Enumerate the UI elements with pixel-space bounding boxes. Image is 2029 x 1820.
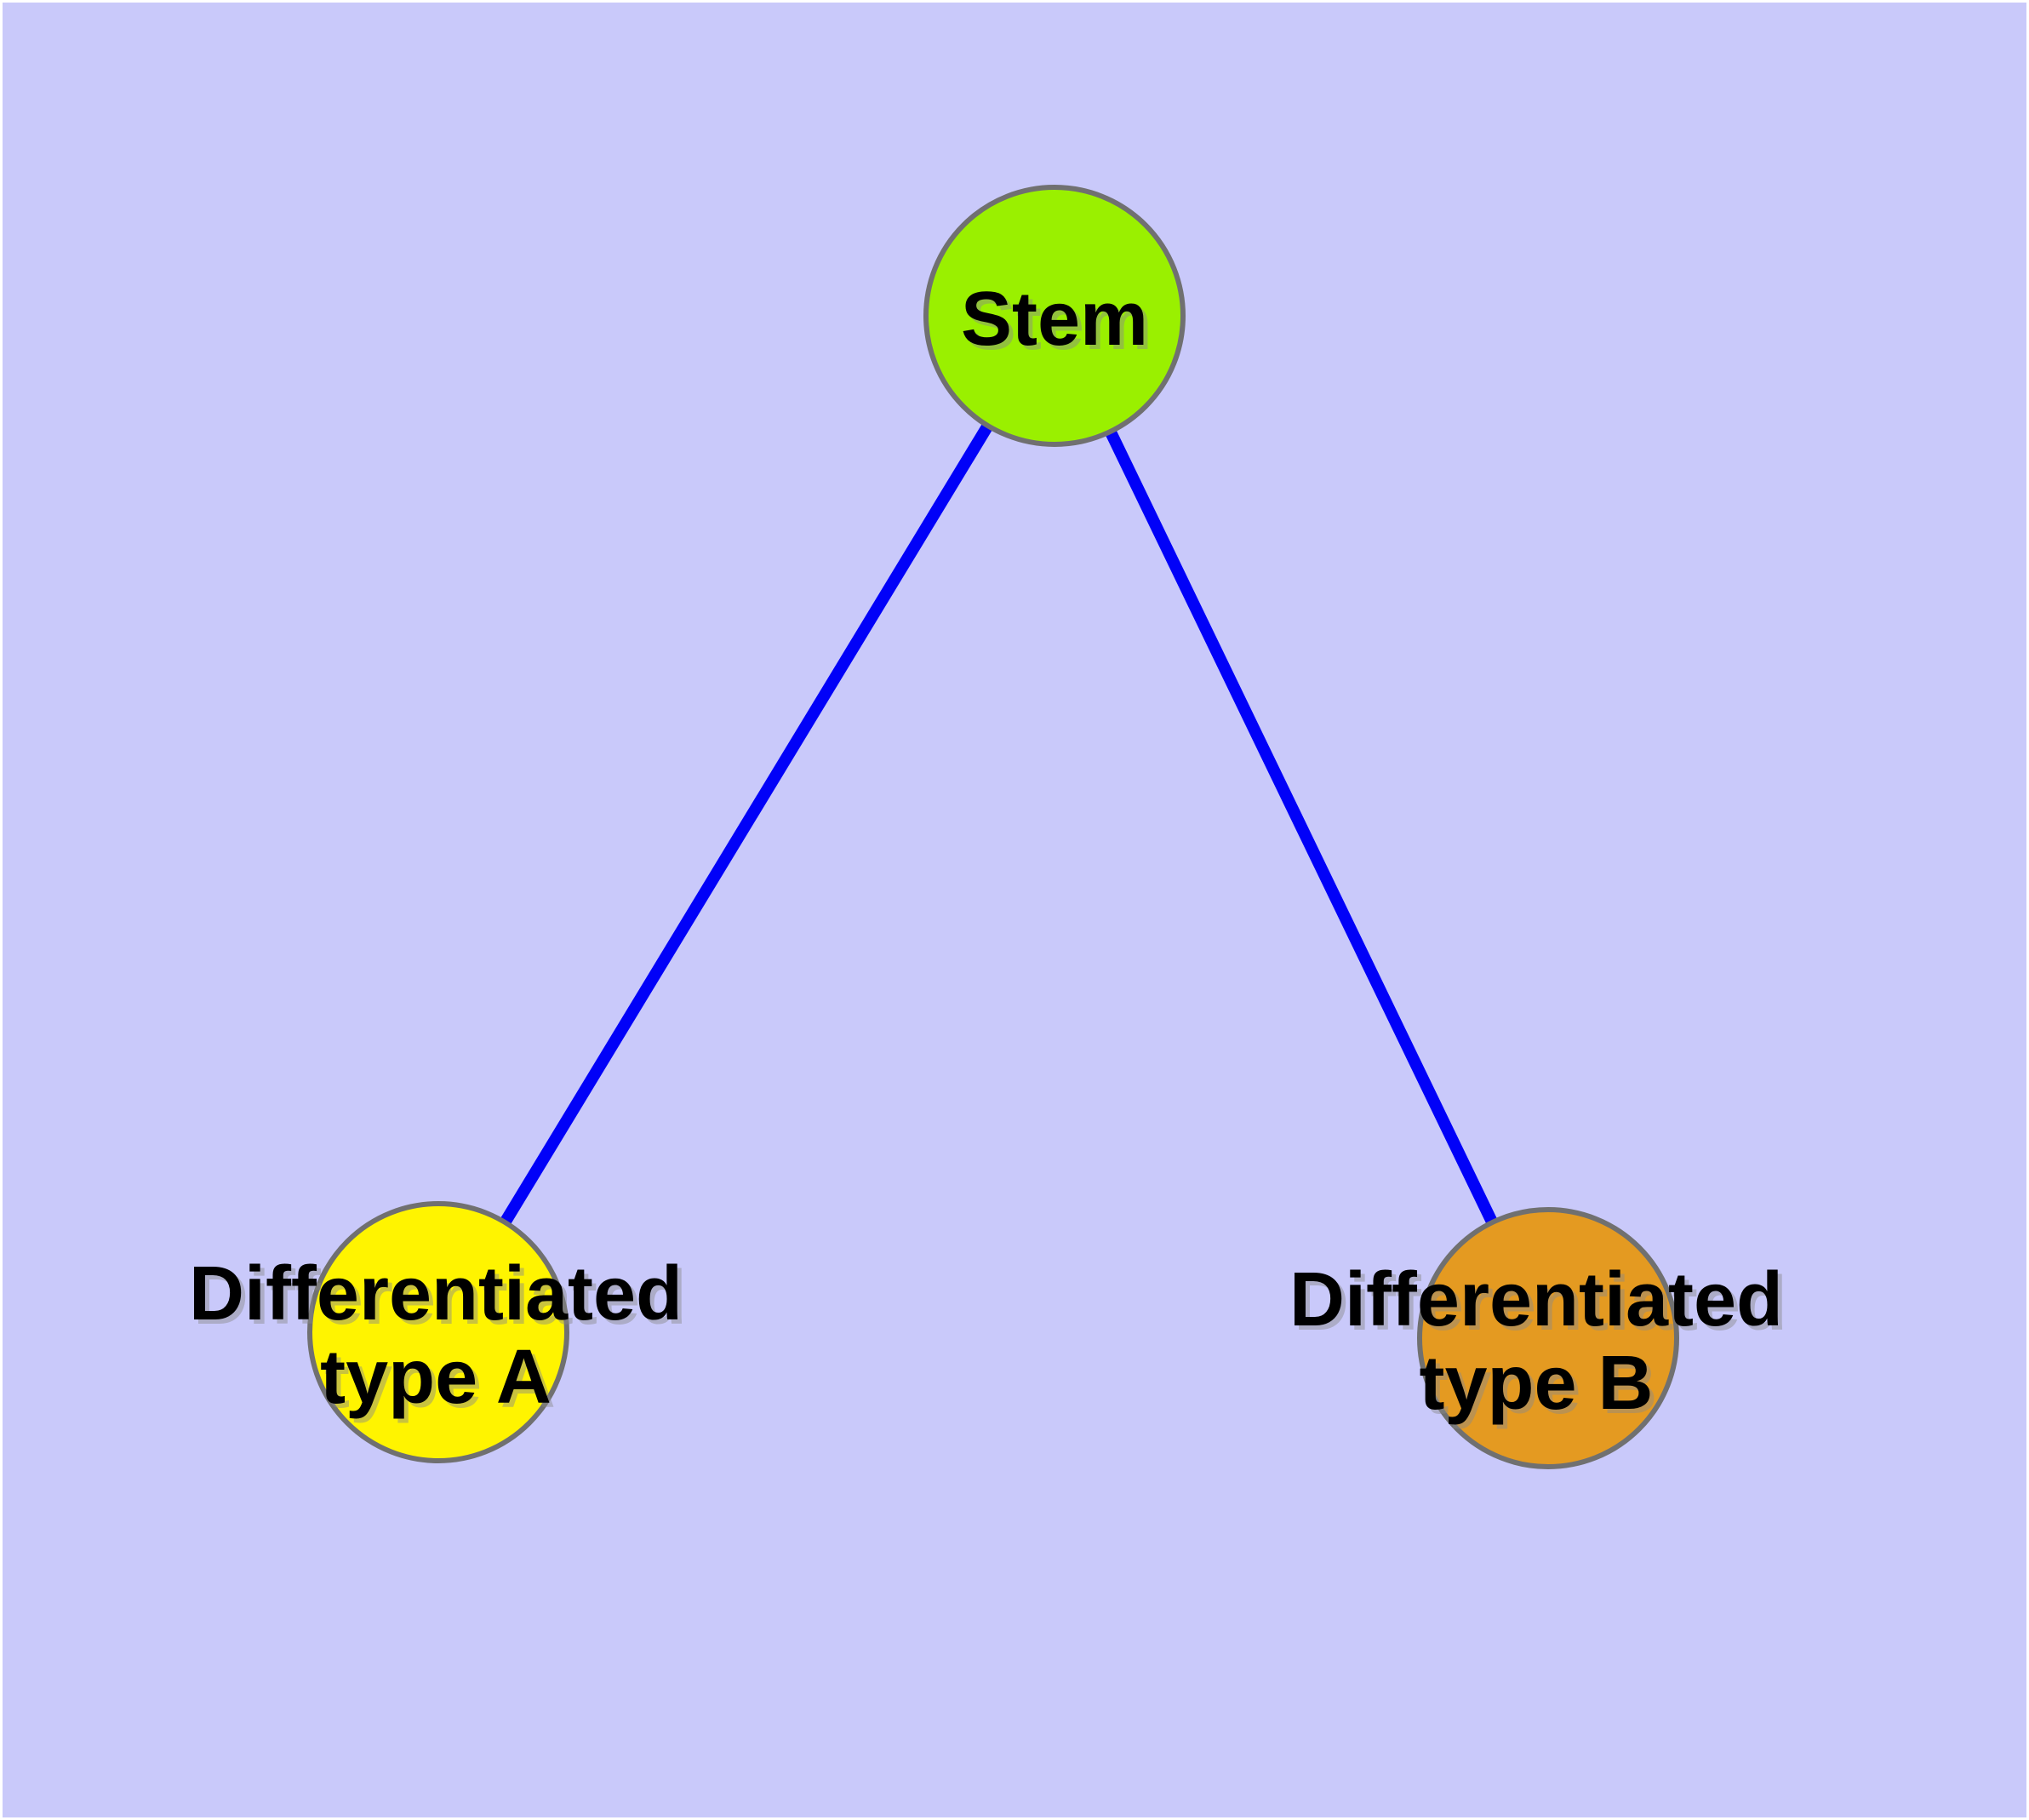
node-type-a-label-shadow-line1: Differentiated [193, 1256, 687, 1341]
node-type-b-label-shadow-line1: Differentiated [1294, 1262, 1787, 1347]
edge-stem-to-type-a [432, 310, 1060, 1338]
node-stem-label-shadow: Stem [965, 281, 1152, 366]
node-type-b-label-shadow-line2: type B [1423, 1345, 1657, 1430]
node-type-a-circle [307, 1201, 569, 1463]
node-type-b-circle [1417, 1207, 1679, 1469]
node-type-b-label-line1: Differentiated [1289, 1257, 1783, 1342]
node-stem-circle [923, 185, 1186, 447]
edge-stem-to-type-b [1049, 310, 1554, 1344]
node-type-a-label-line1: Differentiated [189, 1251, 683, 1336]
node-type-b-label-line2: type B [1419, 1341, 1653, 1426]
node-type-a-label-shadow-line2: type A [324, 1339, 556, 1424]
node-stem-label: Stem [961, 277, 1148, 362]
node-type-a-label-line2: type A [320, 1335, 552, 1420]
